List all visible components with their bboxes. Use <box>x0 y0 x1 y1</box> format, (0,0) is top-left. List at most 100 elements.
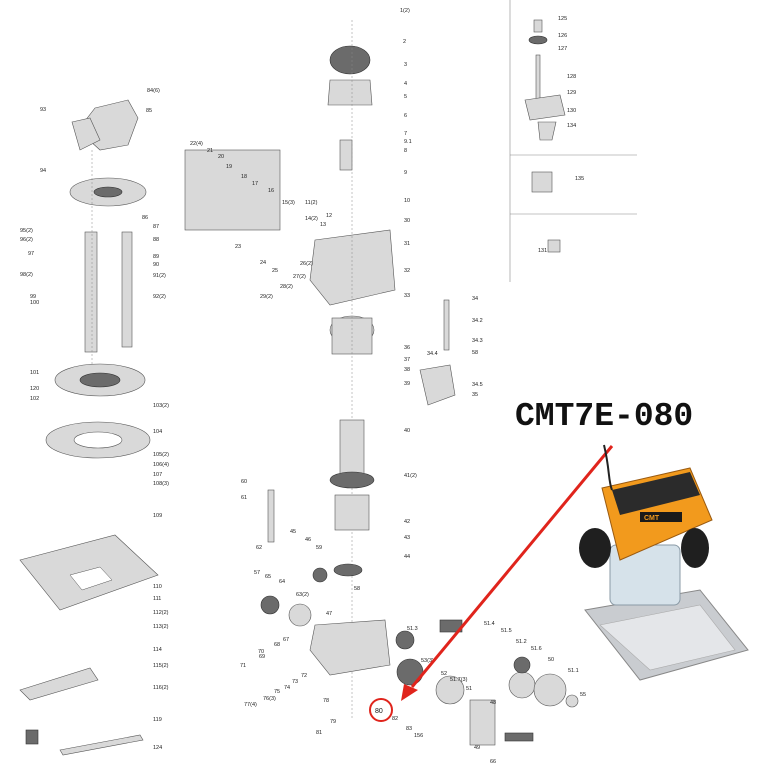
part-label: 26(2) <box>300 261 313 267</box>
part-label: 85 <box>146 108 152 114</box>
red-arrow-icon <box>401 445 614 701</box>
part-label: 77(4) <box>244 702 257 708</box>
part-label: 31 <box>404 241 410 247</box>
part-label: 39 <box>404 381 410 387</box>
part-label: 135 <box>575 176 584 182</box>
part-label: 104 <box>153 429 162 435</box>
part-label: 43 <box>404 535 410 541</box>
highlighted-part-label: 80 <box>375 708 383 715</box>
part-label: 106(4) <box>153 462 169 468</box>
part-label: 49 <box>474 745 480 751</box>
part-label: 34 <box>472 296 478 302</box>
part-label: 96(2) <box>20 237 33 243</box>
part-label: 66 <box>490 759 496 765</box>
part-label: 24 <box>260 260 266 266</box>
part-label: 110 <box>153 584 162 590</box>
part-label: 127 <box>558 46 567 52</box>
part-label: 107 <box>153 472 162 478</box>
highlighted-part[interactable]: 80 <box>369 698 393 722</box>
part-label: 47 <box>326 611 332 617</box>
part-label: 57 <box>254 570 260 576</box>
part-label: 86 <box>142 215 148 221</box>
part-label: 50 <box>548 657 554 663</box>
part-label: 51.3 <box>407 626 418 632</box>
svg-text:CMT: CMT <box>644 515 660 522</box>
part-label: 8 <box>404 148 407 154</box>
part-label: 69 <box>259 654 265 660</box>
part-label: 9.1 <box>404 139 412 145</box>
part-label: 113(2) <box>153 624 169 630</box>
part-label: 34.2 <box>472 318 483 324</box>
part-label: 65 <box>265 574 271 580</box>
part-label: 53(3) <box>421 658 434 664</box>
part-label: 116(2) <box>153 685 169 691</box>
part-label: 103(2) <box>153 403 169 409</box>
part-label: 91(2) <box>153 273 166 279</box>
part-label: 76(3) <box>263 696 276 702</box>
part-label: 3 <box>404 62 407 68</box>
part-label: 55 <box>580 692 586 698</box>
part-label: 19 <box>226 164 232 170</box>
part-label: 15(3) <box>282 200 295 206</box>
part-label: 100 <box>30 300 39 306</box>
part-label: 2 <box>403 39 406 45</box>
part-label: 5 <box>404 94 407 100</box>
product-title: CMT7E-080 <box>515 398 694 435</box>
part-label: 90 <box>153 262 159 268</box>
part-label: 87 <box>153 224 159 230</box>
part-label: 45 <box>290 529 296 535</box>
part-label: 124 <box>153 745 162 751</box>
part-label: 40 <box>404 428 410 434</box>
part-label: 51.6 <box>531 646 542 652</box>
part-label: 73 <box>292 679 298 685</box>
part-label: 131 <box>538 248 547 254</box>
part-number-labels: 1(2) 2 3 4 5 6 7 9.1 8 9 10 11(2) 12 14(… <box>20 8 586 765</box>
part-label: 6 <box>404 113 407 119</box>
part-label: 11(2) <box>305 200 318 206</box>
part-label: 61 <box>241 495 247 501</box>
part-label: 48 <box>490 700 496 706</box>
part-label: 60 <box>241 479 247 485</box>
part-label: 51 <box>466 686 472 692</box>
part-label: 46 <box>305 537 311 543</box>
part-label: 58 <box>472 350 478 356</box>
part-label: 105(2) <box>153 452 169 458</box>
part-label: 81 <box>316 730 322 736</box>
part-label: 58 <box>354 586 360 592</box>
part-label: 52 <box>441 671 447 677</box>
part-label: 112(2) <box>153 610 169 616</box>
part-label: 115(2) <box>153 663 169 669</box>
part-label: 128 <box>567 74 576 80</box>
part-label: 82 <box>392 716 398 722</box>
part-label: 97 <box>28 251 34 257</box>
part-label: 1(2) <box>400 8 410 14</box>
part-label: 120 <box>30 386 39 392</box>
part-label: 38 <box>404 367 410 373</box>
part-label: 34.4 <box>427 351 438 357</box>
part-label: 79 <box>330 719 336 725</box>
part-label: 71 <box>240 663 246 669</box>
part-label: 13 <box>320 222 326 228</box>
part-label: 72 <box>301 673 307 679</box>
part-label: 44 <box>404 554 410 560</box>
part-label: 33 <box>404 293 410 299</box>
part-label: 51.1 <box>568 668 579 674</box>
part-label: 99 <box>30 294 36 300</box>
part-label: 29(2) <box>260 294 273 300</box>
router-photo-icon: CMT <box>579 444 749 681</box>
part-label: 12 <box>326 213 332 219</box>
part-label: 23 <box>235 244 241 250</box>
part-label: 63(2) <box>296 592 309 598</box>
part-label: 42 <box>404 519 410 525</box>
part-label: 64 <box>279 579 285 585</box>
part-label: 37 <box>404 357 410 363</box>
left-assembly <box>19 99 159 756</box>
part-label: 134 <box>567 123 576 129</box>
part-label: 59 <box>316 545 322 551</box>
part-label: 51.4 <box>484 621 495 627</box>
part-label: 17 <box>252 181 258 187</box>
part-label: 83 <box>406 726 412 732</box>
part-label: 51.2 <box>516 639 527 645</box>
part-label: 126 <box>558 33 567 39</box>
part-label: 51.5 <box>501 628 512 634</box>
